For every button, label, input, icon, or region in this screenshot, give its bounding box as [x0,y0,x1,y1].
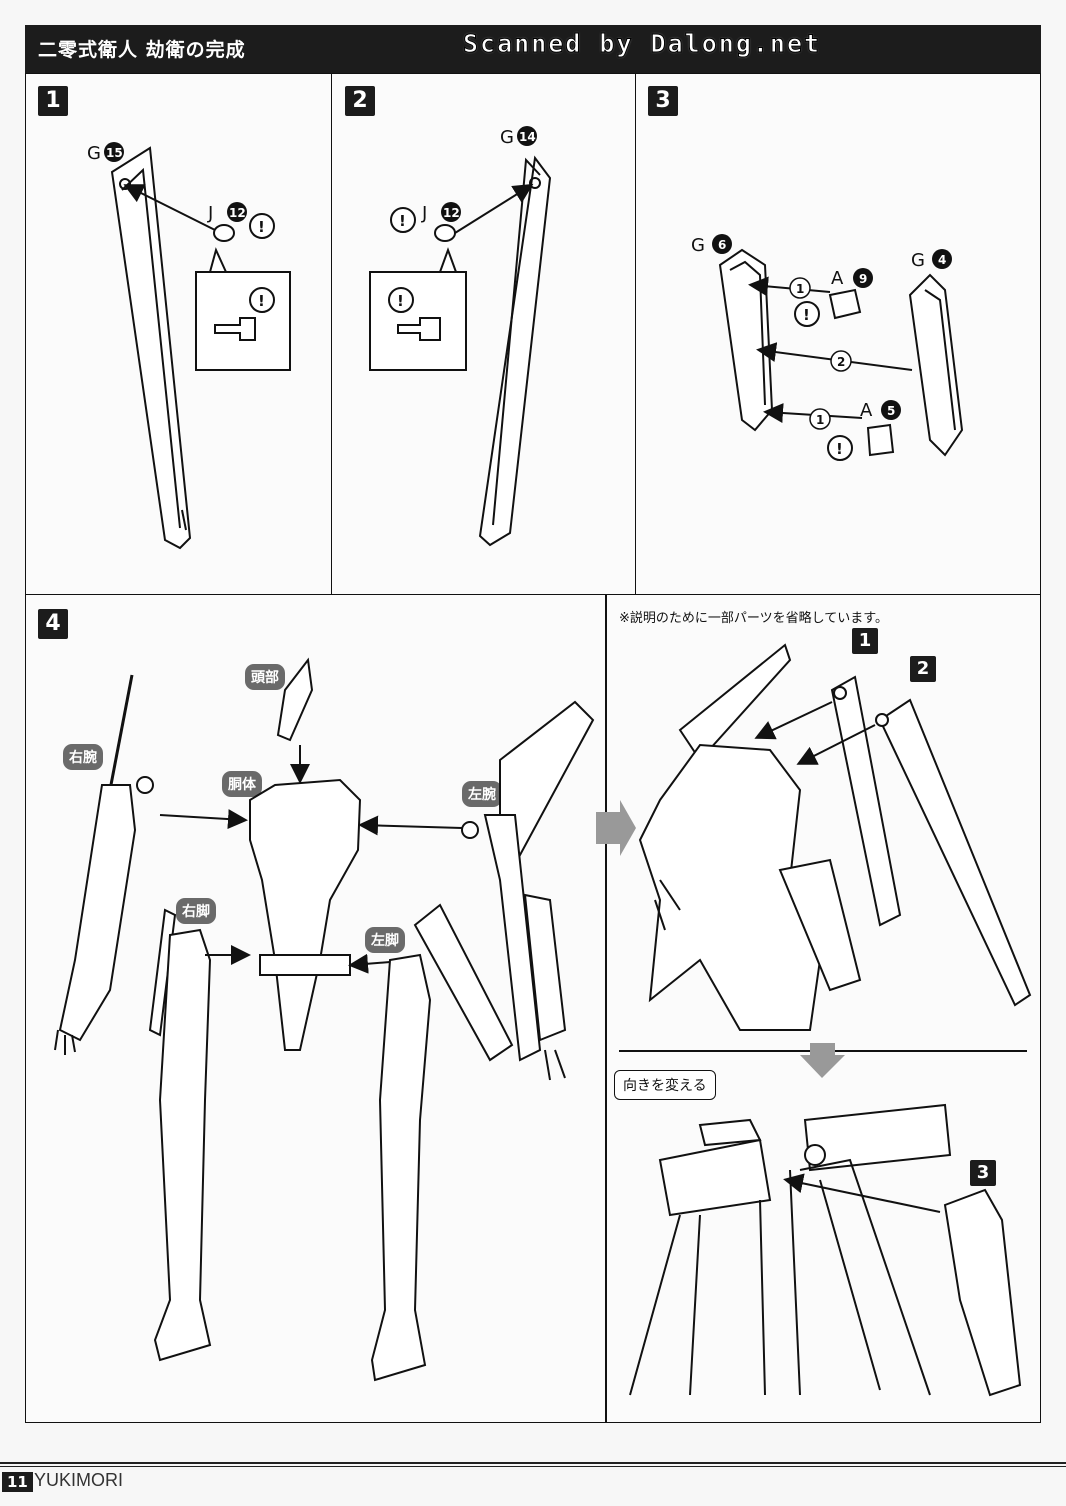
svg-text:!: ! [258,292,265,310]
svg-text:!: ! [836,440,843,458]
svg-text:A: A [831,268,844,289]
step-3-inner-panel [718,248,774,432]
label-torso: 胴体 [222,771,262,797]
footer-brand: YUKIMORI [34,1470,124,1490]
footer-rule [0,1462,1066,1464]
svg-text:G: G [500,127,514,148]
svg-text:1: 1 [816,413,824,427]
flow-arrow-right [596,800,636,856]
omission-note: ※説明のために一部パーツを省略しています。 [619,611,888,626]
rotate-callout: 向きを変える [614,1070,716,1100]
step-3-part-a5 [866,423,895,457]
assembled-robot-top [638,643,862,1031]
step-2-arrow [454,183,534,234]
step-number-3: 3 [648,86,678,116]
scan-watermark: Scanned by Dalong.net [462,29,822,59]
svg-text:!: ! [397,292,404,310]
sub-step-2-blade [875,698,1032,1007]
svg-text:A: A [860,400,873,421]
head-drawing [276,657,314,742]
step-number-1: 1 [38,86,68,116]
step-4-divider [605,594,607,1423]
sub-step-2: 2 [910,656,936,682]
step-2-blade [478,155,552,547]
svg-text:J: J [421,203,427,224]
step-2-detail-box [369,247,467,371]
footer-rule-thin [0,1466,1066,1467]
step-1-detail-box [195,247,291,371]
step-4-panel [25,594,1041,1423]
page-number: 11 [2,1472,33,1492]
right-arm-drawing [54,674,154,1055]
step-3-part-a9 [828,288,862,320]
step-number-4: 4 [38,609,68,639]
torso-drawing [249,778,362,1051]
svg-text:1: 1 [796,282,804,296]
svg-text:!: ! [399,212,406,230]
step-1-part-j [213,224,235,242]
assembled-robot-bottom [629,1103,952,1396]
label-left-leg: 左脚 [365,927,405,953]
svg-text:!: ! [258,218,265,236]
svg-text:6: 6 [718,238,726,252]
step-1-arrow [123,184,216,231]
left-arm-drawing [461,700,595,1081]
page-title: 二零式衛人 劫衛の完成 [38,39,246,61]
svg-text:G: G [911,250,925,271]
right-leg-drawing [148,908,212,1362]
label-head: 頭部 [245,664,285,690]
flow-arrow-down [800,1043,845,1078]
step-2-part-j [434,224,456,242]
svg-text:G: G [691,235,705,256]
step-1-blade [110,146,192,550]
page-header: 二零式衛人 劫衛の完成 Scanned by Dalong.net [25,25,1041,73]
svg-text:15: 15 [106,146,123,160]
sub-step-1: 1 [852,628,878,654]
left-leg-drawing [370,903,514,1382]
svg-text:5: 5 [887,404,895,418]
svg-text:4: 4 [938,253,946,267]
svg-text:J: J [207,203,213,224]
svg-text:14: 14 [519,130,536,144]
svg-text:2: 2 [837,355,845,369]
svg-text:G: G [87,143,101,164]
svg-text:!: ! [803,306,810,324]
sub-step-3-cover [943,1188,1022,1397]
svg-text:12: 12 [443,206,460,220]
svg-text:9: 9 [859,272,867,286]
label-left-arm: 左腕 [462,781,502,807]
sub-step-3: 3 [970,1160,996,1186]
step-number-2: 2 [345,86,375,116]
label-right-arm: 右腕 [63,744,103,770]
step-3-outer-cover [908,273,964,457]
svg-text:12: 12 [229,206,246,220]
label-right-leg: 右脚 [176,898,216,924]
